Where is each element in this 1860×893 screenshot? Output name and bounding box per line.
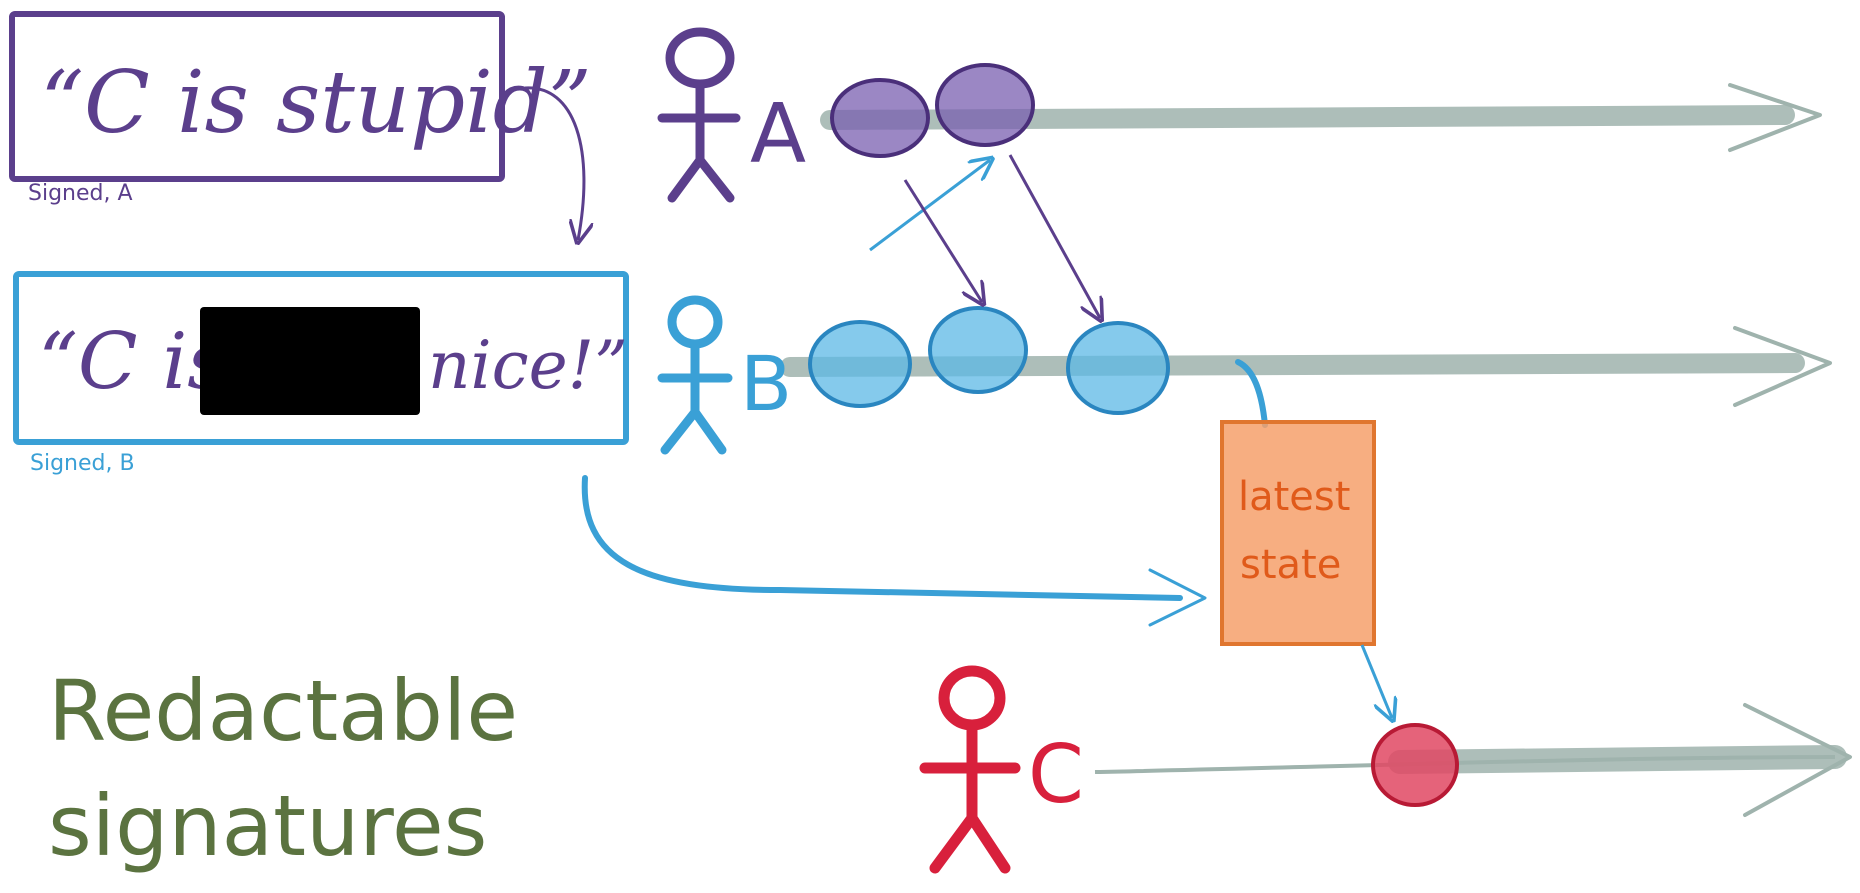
title-line2: signatures: [48, 777, 487, 875]
state-b-3: [1066, 321, 1170, 415]
state-c-1: [1371, 723, 1459, 807]
publish-arrow: [581, 475, 1183, 601]
actor-b-label: B: [740, 339, 792, 428]
message-a-text: “C is stupid”: [40, 53, 592, 153]
actor-b-legs: [660, 407, 727, 455]
publish-arrowhead: [1148, 568, 1207, 627]
state-a-1: [830, 78, 930, 158]
actor-c-legs: [929, 812, 1011, 874]
message-b-suffix: nice!”: [428, 327, 628, 404]
actor-b: [657, 295, 733, 455]
message-b-box: “C is nice!” Signed, B: [13, 271, 629, 476]
message-a-box: “C is stupid” Signed, A: [9, 11, 592, 206]
actor-a-legs: [667, 155, 735, 203]
message-b-prefix: “C is: [38, 317, 227, 407]
timeline-a-arrowhead: [1728, 83, 1822, 152]
actor-b-head: [667, 295, 723, 349]
latest-state-box: latest state: [1220, 420, 1376, 646]
latest-state-line2: state: [1240, 542, 1341, 588]
timeline-b-states: [808, 306, 1170, 415]
actor-c: [919, 665, 1021, 874]
timeline-a-states: [830, 63, 1035, 158]
actor-a-label: A: [750, 87, 806, 182]
sync-arrow-b-to-a: [869, 160, 990, 252]
title-line1: Redactable: [48, 662, 518, 760]
message-b-signature: Signed, B: [30, 451, 135, 476]
latest-state-rect: [1220, 420, 1376, 646]
state-b-2: [928, 306, 1028, 394]
actor-a-head: [665, 27, 735, 89]
sync-arrow-a-to-b-2: [1008, 154, 1100, 318]
timeline-c-arrowhead: [1743, 703, 1852, 817]
state-a-2: [935, 63, 1035, 147]
copy-arrow-a-to-b: [524, 86, 584, 240]
actor-c-head: [938, 665, 1006, 731]
state-b-1: [808, 320, 912, 408]
deliver-arrow: [1360, 644, 1392, 718]
actor-c-label: C: [1028, 728, 1084, 821]
redaction-block: [200, 307, 420, 415]
sync-arrow-a-to-b-1: [903, 179, 982, 302]
latest-state-line1: latest: [1238, 474, 1350, 520]
timeline-c: [1094, 703, 1852, 817]
timeline-b-arrowhead: [1733, 326, 1832, 407]
latest-state-connector: [1235, 359, 1268, 428]
message-a-signature: Signed, A: [28, 181, 133, 206]
actor-a: [657, 27, 741, 203]
